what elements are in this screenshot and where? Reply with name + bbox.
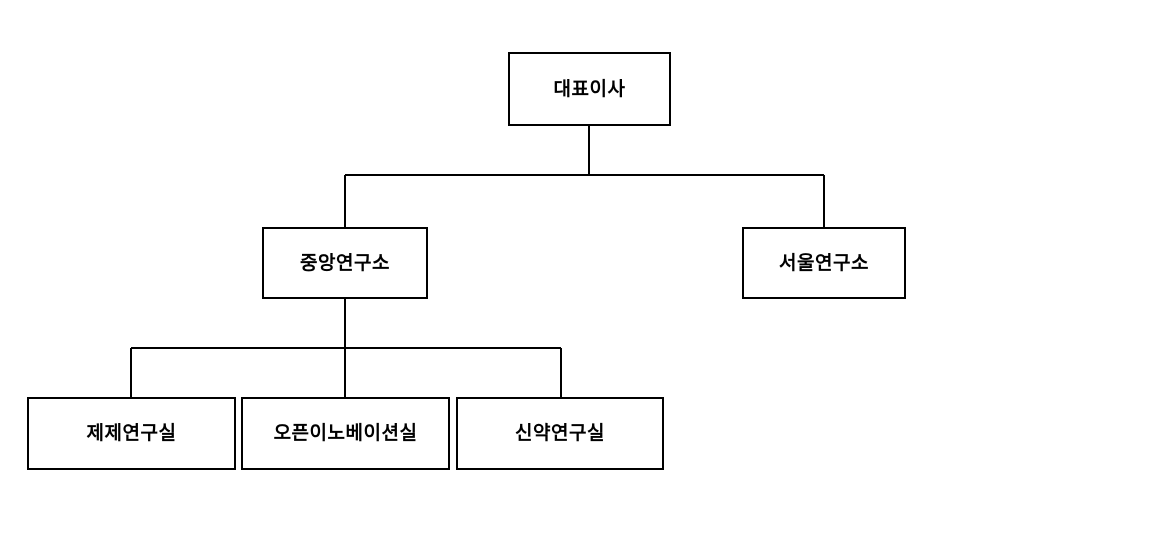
org-node-label-open-innovation-office: 오픈이노베이션실	[273, 423, 418, 444]
org-node-open-innovation-office[interactable]: 오픈이노베이션실	[241, 397, 450, 470]
org-node-formulation-research-lab[interactable]: 제제연구실	[27, 397, 236, 470]
org-node-central-research-institute[interactable]: 중앙연구소	[262, 227, 428, 299]
org-node-label-central-research-institute: 중앙연구소	[300, 252, 390, 274]
org-node-label-seoul-research-institute: 서울연구소	[779, 252, 869, 274]
org-node-label-ceo: 대표이사	[553, 78, 626, 100]
org-node-seoul-research-institute[interactable]: 서울연구소	[742, 227, 906, 299]
connector-lines	[130, 126, 825, 397]
org-node-ceo[interactable]: 대표이사	[508, 52, 671, 126]
org-node-label-formulation-research-lab: 제제연구실	[86, 423, 177, 444]
org-node-new-drug-research-lab[interactable]: 신약연구실	[456, 397, 664, 470]
org-node-label-new-drug-research-lab: 신약연구실	[515, 423, 605, 444]
